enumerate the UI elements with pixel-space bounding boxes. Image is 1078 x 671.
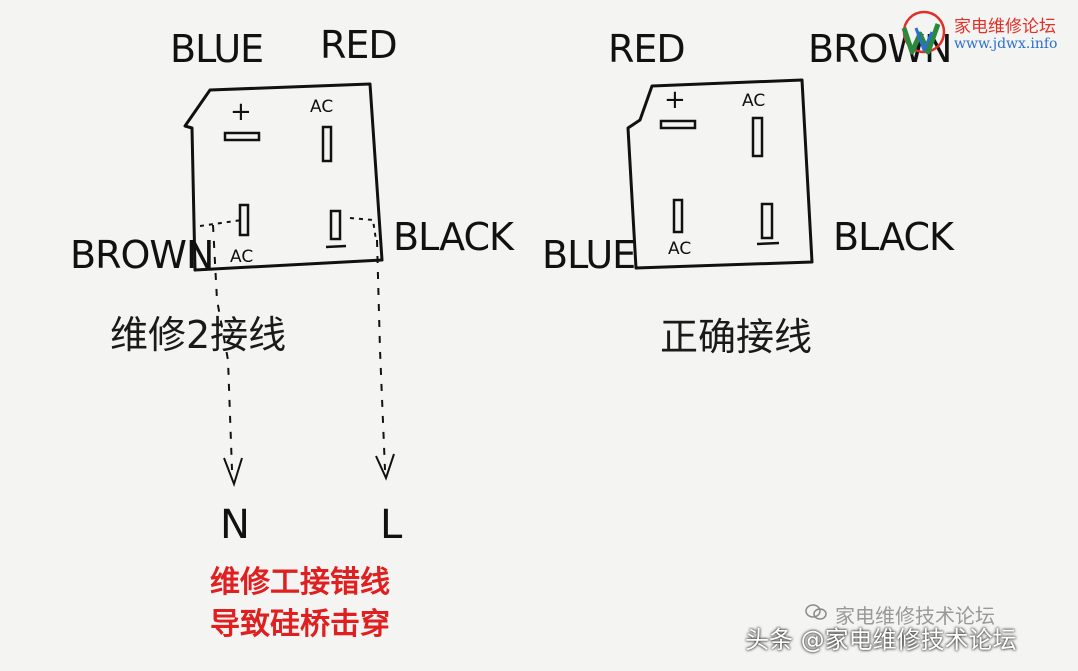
right-pin-ac-top-label: AC — [742, 91, 765, 111]
right-label-bottom-left: BLUE — [542, 233, 635, 277]
left-dashed-wire-to-n — [212, 224, 233, 471]
left-bridge-body — [183, 82, 384, 272]
terminal-l: L — [380, 502, 403, 548]
left-wire-black-lead — [349, 217, 377, 241]
right-pin-ac-top — [751, 116, 764, 158]
error-caption-line2: 导致硅桥击穿 — [210, 607, 390, 642]
left-dashed-wire-to-l — [376, 239, 386, 471]
left-label-top-right: RED — [320, 23, 397, 67]
right-pin-ac-bottom-label: AC — [668, 239, 691, 259]
right-pin-plus — [659, 119, 697, 130]
right-pin-minus-mark — [756, 241, 780, 246]
right-pin-plus-sign: + — [664, 85, 686, 115]
left-wire-brown-lead — [199, 219, 243, 227]
left-pin-ac-bottom — [238, 203, 250, 237]
left-label-top-left: BLUE — [170, 27, 263, 71]
left-pin-ac-bottom-label: AC — [230, 247, 253, 267]
forum-logo: 家电维修论坛 www.jdwx.info — [896, 6, 1076, 62]
left-pin-plus-sign: + — [230, 97, 252, 127]
forum-logo-icon — [901, 10, 946, 55]
left-arrow-l — [375, 453, 395, 481]
wechat-watermark: 家电维修技术论坛 — [835, 604, 995, 628]
right-label-bottom-right: BLACK — [833, 215, 955, 259]
left-bridge-diagram: BLUE RED BROWN BLACK + AC AC 维修2接线 N L — [70, 23, 516, 548]
left-label-bottom-right: BLACK — [393, 215, 515, 259]
right-label-top-left: RED — [608, 27, 685, 71]
forum-logo-url: www.jdwx.info — [954, 36, 1058, 52]
error-caption-line1: 维修工接错线 — [210, 565, 390, 600]
left-pin-ac-top-label: AC — [310, 97, 333, 117]
left-label-bottom-left: BROWN — [70, 233, 213, 277]
left-arrow-n — [223, 457, 243, 488]
left-heading: 维修2接线 — [110, 313, 286, 357]
right-pin-ac-bottom — [672, 198, 684, 234]
forum-logo-name: 家电维修论坛 — [954, 17, 1056, 37]
right-bridge-body — [626, 78, 814, 270]
right-pin-minus — [760, 202, 774, 240]
left-pin-minus — [329, 209, 342, 241]
left-pin-ac-top — [321, 125, 333, 163]
right-heading: 正确接线 — [660, 315, 812, 359]
right-bridge-diagram: RED BROWN BLUE BLACK + AC AC 正确接线 — [542, 27, 956, 359]
terminal-n: N — [220, 502, 250, 548]
wechat-icon — [805, 604, 827, 620]
left-pin-plus — [223, 131, 261, 142]
left-pin-minus-mark — [325, 244, 347, 249]
footer-attribution: 头条 @家电维修技术论坛 — [745, 626, 1017, 654]
